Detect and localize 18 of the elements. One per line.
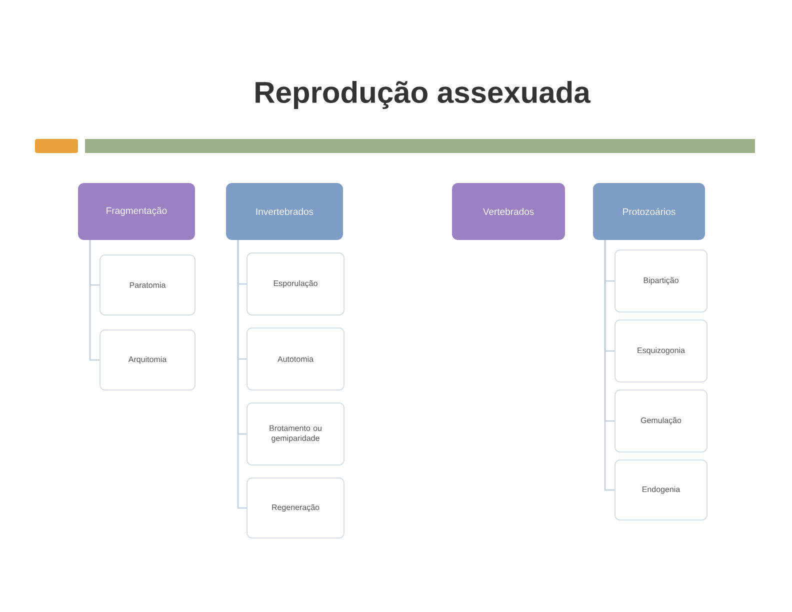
item-box: Paratomia	[100, 254, 196, 316]
item-box: Esquizogonia	[614, 320, 708, 382]
category-box: Invertebrados	[226, 183, 343, 240]
item-box: Bipartição	[614, 250, 708, 312]
item-box: Endogenia	[614, 460, 708, 520]
item-box: Esporulação	[246, 252, 344, 316]
item-box: Arquitomia	[100, 330, 196, 390]
item-box: Gemulação	[614, 390, 708, 452]
slide-title: Reprodução assexuada	[256, 81, 591, 109]
connector-line	[89, 240, 100, 286]
connector-line	[237, 240, 246, 285]
category-box: Vertebrados	[452, 183, 565, 240]
item-box: Autotomia	[246, 328, 344, 390]
item-box: Regeneração	[246, 478, 344, 538]
category-box: Protozoários	[593, 183, 705, 240]
item-box: Brotamento ou gemiparidade	[246, 402, 344, 466]
connector-line	[604, 240, 614, 282]
category-box: Fragmentação	[78, 183, 195, 240]
